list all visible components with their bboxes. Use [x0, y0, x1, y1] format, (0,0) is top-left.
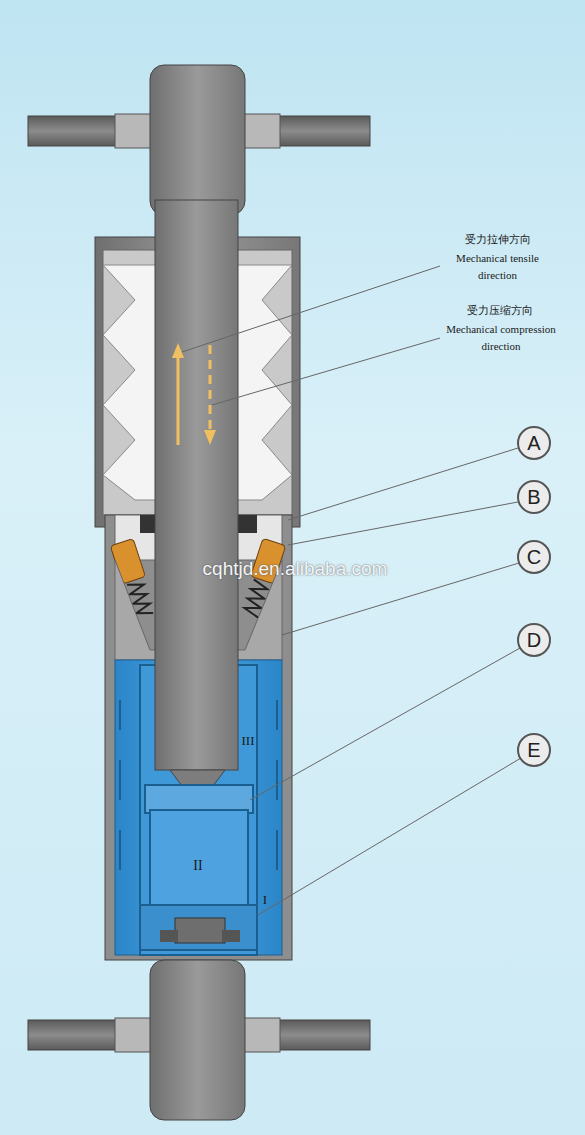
callout-circle: A [517, 426, 551, 460]
callout-circle: E [517, 733, 551, 767]
callout-circle: C [517, 540, 551, 574]
callout-letter: C [527, 546, 541, 569]
chamber-label: III [236, 731, 260, 751]
watermark: cqhtjd.en.alibaba.com [160, 555, 430, 584]
direction-label: 受力拉伸方向 [440, 232, 555, 249]
callout-circle: D [517, 623, 551, 657]
callout-letter: E [527, 739, 540, 762]
callout-letter: A [527, 432, 540, 455]
callout-letter: D [527, 629, 541, 652]
direction-label: Mechanical compression direction [436, 321, 566, 354]
callout-circle: B [517, 480, 551, 514]
chamber-label: I [258, 890, 272, 910]
direction-label: 受力压缩方向 [440, 303, 560, 320]
direction-label: Mechanical tensile direction [440, 250, 555, 283]
callout-letter: B [527, 486, 540, 509]
chamber-label: II [186, 855, 210, 876]
